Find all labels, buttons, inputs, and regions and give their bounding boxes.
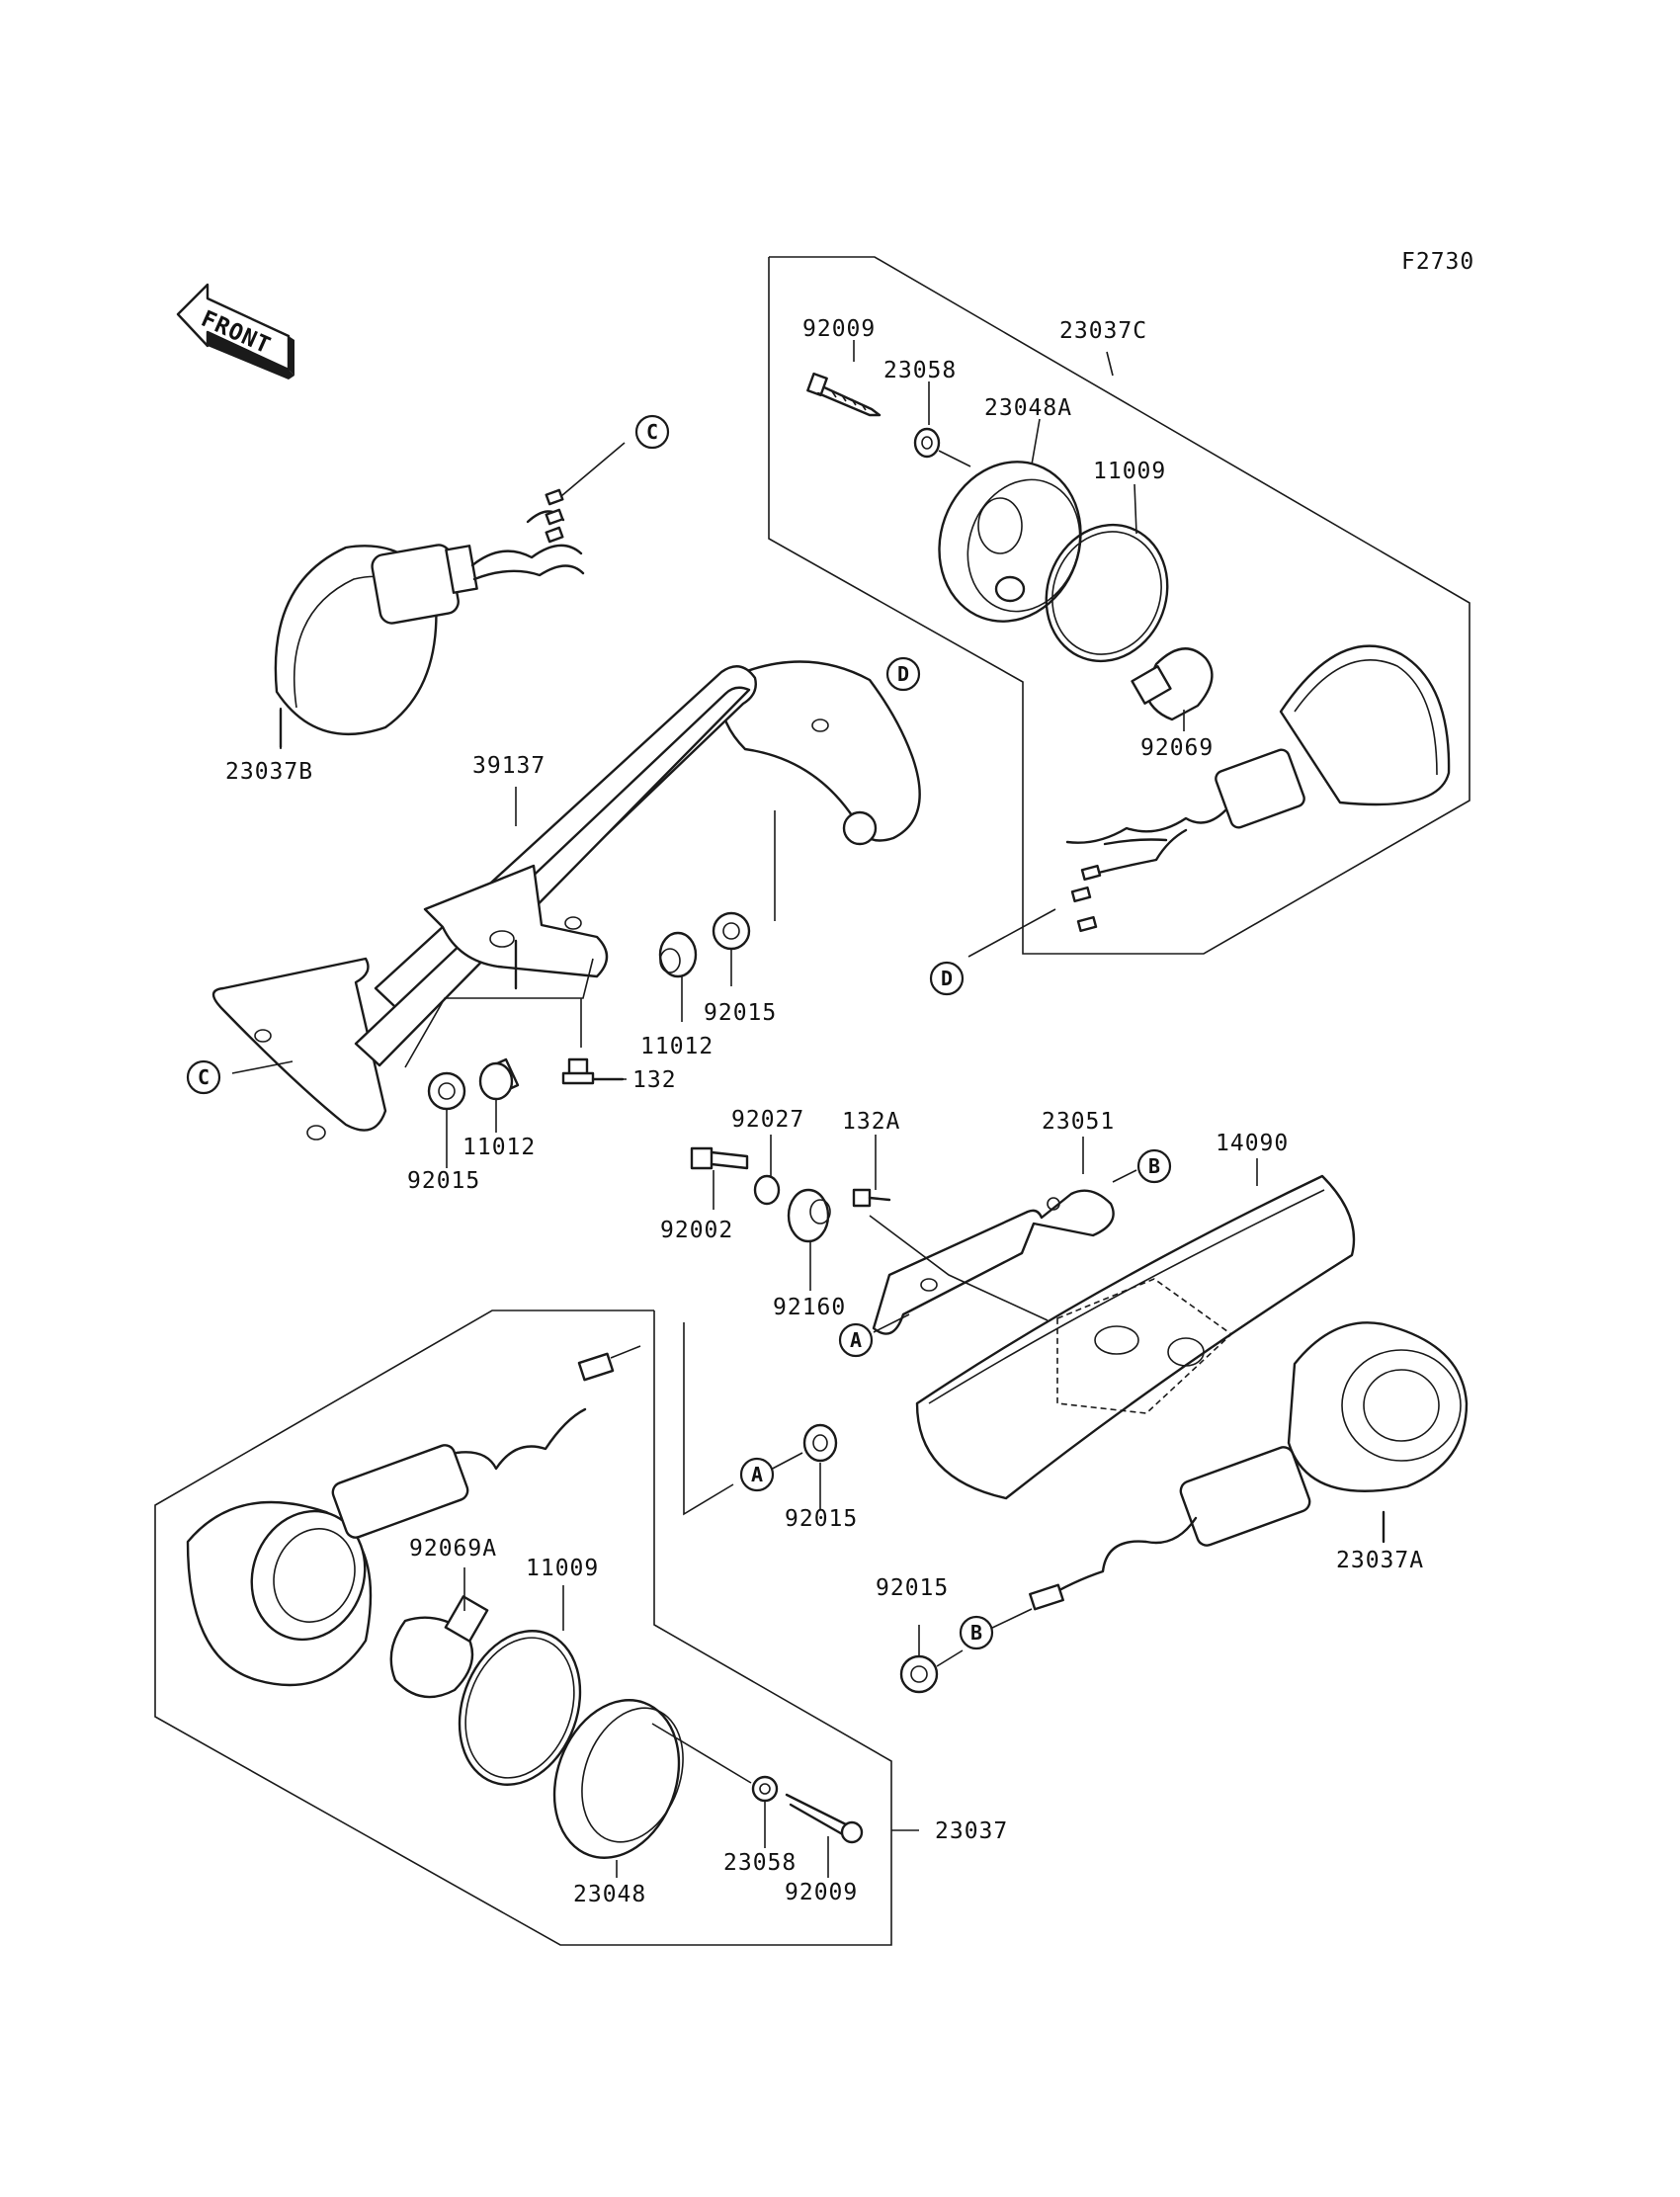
lens-23048 <box>552 1699 684 1859</box>
turn-signal-23037a <box>1029 1321 1469 1611</box>
svg-text:C: C <box>646 420 658 444</box>
rear-fender-14090 <box>915 1174 1356 1500</box>
screw-92009-low <box>785 1793 864 1844</box>
bolt-92002 <box>690 1146 749 1170</box>
group-outline-23037c <box>768 256 1470 955</box>
bracket-23051 <box>872 1189 1115 1335</box>
part-label: 92002 <box>660 1218 733 1243</box>
part-label: 23058 <box>883 358 957 383</box>
part-label: 132A <box>842 1109 900 1135</box>
ref-c-top: C <box>634 414 670 450</box>
ref-b-top: B <box>1136 1148 1172 1184</box>
svg-text:B: B <box>1148 1154 1160 1178</box>
collar-11012-left <box>478 1057 520 1101</box>
leader-lines <box>280 340 1258 1878</box>
svg-text:A: A <box>751 1463 763 1486</box>
gasket-11009-top <box>1045 523 1169 663</box>
svg-text:D: D <box>941 967 953 990</box>
part-label: 132 <box>632 1067 677 1093</box>
collar-11012-mid <box>658 931 698 978</box>
spacer-92027 <box>753 1174 781 1206</box>
part-label: 92069A <box>409 1536 497 1562</box>
screw-92009-top <box>806 372 882 417</box>
ref-c-low: C <box>186 1059 221 1095</box>
part-label: 23048 <box>573 1882 646 1907</box>
part-label: 92027 <box>731 1107 804 1133</box>
grommet-92160 <box>787 1188 831 1243</box>
ref-b-low: B <box>959 1615 994 1650</box>
group-outline-23037 <box>154 1310 892 1946</box>
part-label: 39137 <box>472 753 546 779</box>
part-label: 11012 <box>462 1135 536 1160</box>
part-label: 11009 <box>1093 459 1166 484</box>
svg-text:D: D <box>897 662 909 686</box>
part-label: 11009 <box>526 1556 599 1581</box>
part-label: 92015 <box>704 1000 777 1026</box>
nut-23058-low <box>751 1775 779 1803</box>
part-label: 92069 <box>1140 735 1214 761</box>
bulb-92069a <box>389 1595 489 1699</box>
part-label: 92015 <box>876 1575 949 1601</box>
figure-code: F2730 <box>1401 249 1474 275</box>
turn-signal-23037 <box>186 1345 641 1687</box>
bulb-92069 <box>1131 647 1214 721</box>
svg-text:B: B <box>970 1621 982 1645</box>
bracket-39137 <box>211 660 921 1141</box>
part-label: 92009 <box>785 1880 858 1905</box>
ref-d-low: D <box>929 961 965 996</box>
part-label: 14090 <box>1216 1131 1289 1156</box>
ref-a-low: A <box>739 1457 775 1492</box>
part-label: 92009 <box>802 316 876 342</box>
bolt-132a <box>852 1188 891 1208</box>
nut-92015-low <box>802 1423 838 1463</box>
part-label: 23037B <box>225 759 313 785</box>
nut-92015-right <box>899 1654 939 1694</box>
nut-23058-top <box>913 427 971 467</box>
ref-d-top: D <box>885 656 921 692</box>
turn-signal-23037b <box>274 442 626 735</box>
front-arrow-icon: FRONT <box>176 283 294 380</box>
gasket-11009-low <box>458 1630 582 1786</box>
svg-text:A: A <box>850 1328 862 1352</box>
part-label: 23037 <box>935 1818 1008 1844</box>
part-label: 92015 <box>785 1506 858 1532</box>
turn-signal-23037c <box>1065 644 1451 933</box>
ref-a-top: A <box>838 1322 874 1358</box>
part-label: 11012 <box>640 1034 714 1059</box>
lens-23048a <box>938 461 1082 623</box>
part-label: 23037C <box>1059 318 1147 344</box>
part-label: 92015 <box>407 1168 480 1194</box>
part-label: 23048A <box>984 395 1072 421</box>
svg-text:C: C <box>198 1065 210 1089</box>
nut-92015-mid <box>712 911 751 951</box>
part-label: 23051 <box>1042 1109 1115 1135</box>
part-label: 23058 <box>723 1850 797 1876</box>
nut-92015-left <box>427 1071 466 1111</box>
part-label: 23037A <box>1336 1548 1424 1573</box>
part-label: 92160 <box>773 1295 846 1320</box>
